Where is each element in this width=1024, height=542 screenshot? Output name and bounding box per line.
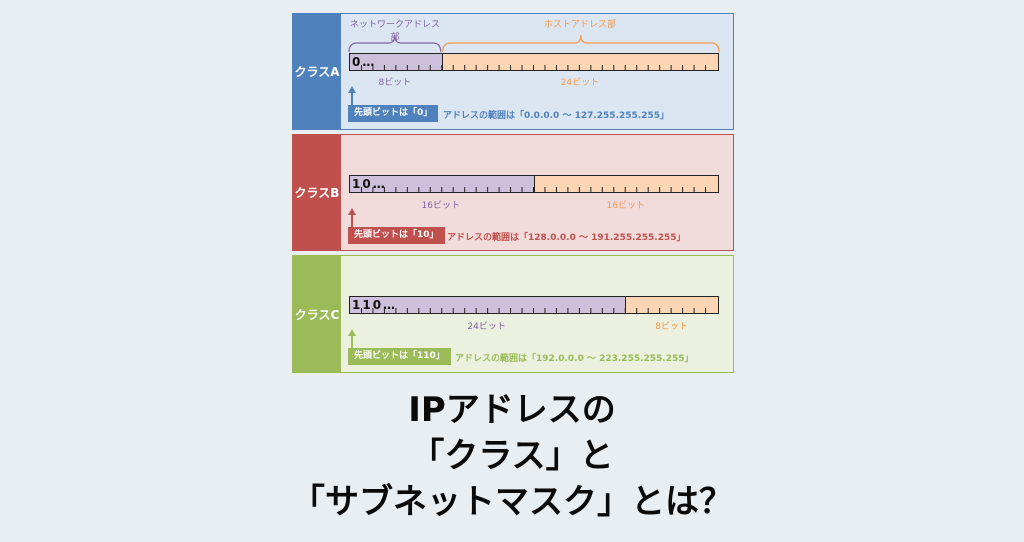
class-c-host-bits-label: 8ビット — [655, 322, 688, 332]
class-a-leading-bits: 0… — [352, 55, 377, 69]
class-c-arrow-head — [348, 329, 356, 336]
class-a-content: ネットワークアドレス部 ホストアドレス部 0… 8ビット 24ビット 先頭ビット… — [341, 14, 733, 129]
class-a-bit-bar: 0… — [349, 53, 719, 71]
class-b-arrow — [351, 214, 353, 227]
class-a-arrow — [351, 92, 353, 105]
class-c-label: クラスC — [293, 256, 341, 372]
class-b-ticks — [360, 187, 707, 192]
class-b-content: 10… 16ビット 16ビット 先頭ビットは「10」 アドレスの範囲は「128.… — [341, 135, 733, 250]
class-b-bit-bar: 10… — [349, 175, 719, 193]
class-b-arrow-head — [348, 208, 356, 215]
title-line-2: 「クラス」と — [410, 436, 614, 476]
class-b-host-bits-label: 16ビット — [606, 201, 645, 211]
class-b-label: クラスB — [293, 135, 341, 250]
class-c-host-segment — [626, 297, 718, 313]
class-a-host-segment — [442, 54, 718, 70]
class-c-panel: クラスC 110… 24ビット 8ビット 先頭ビットは「110」 アドレスの範囲… — [292, 255, 734, 373]
host-address-label: ホストアドレス部 — [543, 20, 616, 30]
class-c-bit-bar: 110… — [349, 296, 719, 314]
class-b-leading-bits: 10… — [352, 177, 387, 191]
class-a-address-range: アドレスの範囲は「0.0.0.0 ～ 127.255.255.255」 — [443, 111, 669, 121]
class-a-arrow-head — [348, 86, 356, 93]
class-a-ticks — [360, 65, 707, 70]
class-a-leading-bit-badge: 先頭ビットは「0」 — [348, 105, 439, 122]
class-b-panel: クラスB 10… 16ビット 16ビット 先頭ビットは「10」 アドレスの範囲は… — [292, 134, 734, 251]
class-b-network-bits-label: 16ビット — [421, 201, 460, 211]
class-a-network-bits-label: 8ビット — [378, 78, 412, 88]
class-a-host-bits-label: 24ビット — [560, 78, 600, 88]
class-c-network-bits-label: 24ビット — [467, 322, 506, 332]
class-c-arrow — [351, 335, 353, 348]
class-b-address-range: アドレスの範囲は「128.0.0.0 ～ 191.255.255.255」 — [447, 233, 686, 243]
network-address-label: ネットワークアドレス部 — [349, 20, 440, 43]
class-a-label: クラスA — [293, 14, 341, 129]
title-line-3: 「サブネットマスク」とは？ — [291, 482, 733, 522]
class-c-leading-bit-badge: 先頭ビットは「110」 — [348, 348, 451, 365]
class-a-panel: クラスA ネットワークアドレス部 ホストアドレス部 0… 8ビット 24ビット … — [292, 13, 734, 130]
class-b-leading-bit-badge: 先頭ビットは「10」 — [348, 227, 445, 244]
title-line-1: IPアドレスの — [408, 390, 616, 430]
class-c-content: 110… 24ビット 8ビット 先頭ビットは「110」 アドレスの範囲は「192… — [341, 256, 733, 372]
class-b-host-segment — [534, 176, 718, 192]
page-title: IPアドレスの 「クラス」と 「サブネットマスク」とは？ — [0, 387, 1024, 525]
class-a-braces — [348, 34, 720, 53]
class-c-address-range: アドレスの範囲は「192.0.0.0 ～ 223.255.255.255」 — [455, 354, 694, 364]
class-c-ticks — [360, 308, 707, 313]
